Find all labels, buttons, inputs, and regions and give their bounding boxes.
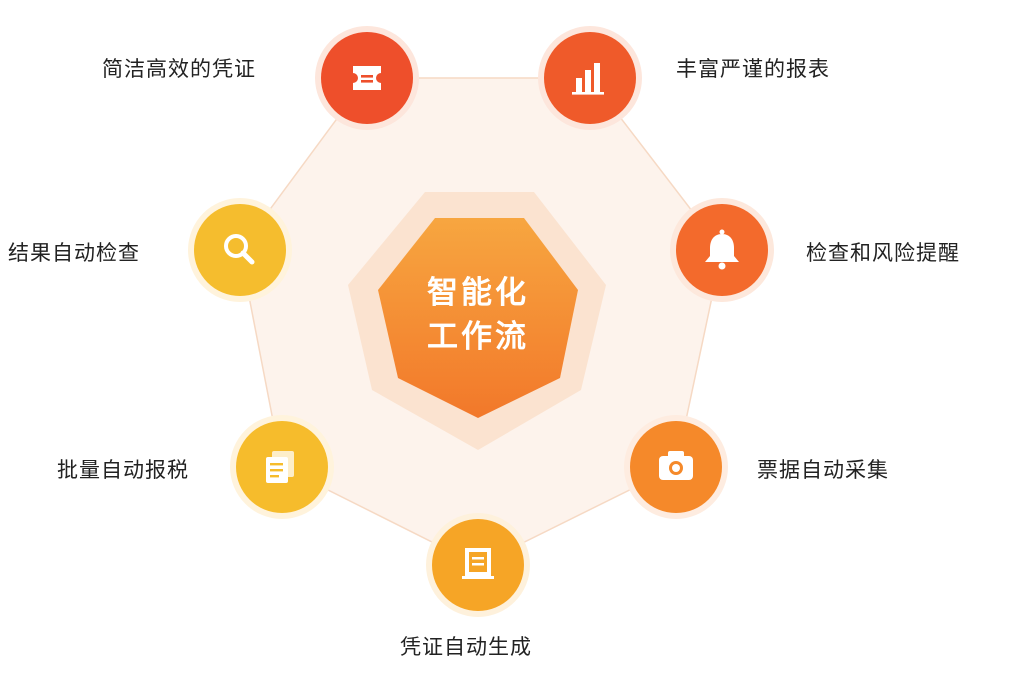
label-risk-alert: 检查和风险提醒 <box>806 241 960 265</box>
label-batch-tax: 批量自动报税 <box>57 458 189 482</box>
node-voucher-auto <box>426 513 530 617</box>
document-icon <box>462 548 494 579</box>
ticket-icon <box>353 66 381 90</box>
label-voucher-simple: 简洁高效的凭证 <box>102 57 256 81</box>
label-invoice-collect: 票据自动采集 <box>757 458 889 482</box>
node-reports <box>538 26 642 130</box>
bar-chart-icon <box>572 63 604 95</box>
node-circle <box>194 204 286 296</box>
files-icon <box>266 451 294 483</box>
search-icon <box>224 234 255 265</box>
center-heptagon <box>378 218 578 418</box>
node-batch-tax <box>230 415 334 519</box>
node-result-check <box>188 198 292 302</box>
label-voucher-auto: 凭证自动生成 <box>400 635 532 659</box>
center-title-line2: 工作流 <box>427 319 529 355</box>
center-title-line1: 智能化 <box>427 275 529 311</box>
bell-icon <box>705 229 739 270</box>
node-invoice-collect <box>624 415 728 519</box>
node-risk-alert <box>670 198 774 302</box>
node-voucher-simple <box>315 26 419 130</box>
camera-icon <box>659 451 693 480</box>
label-reports: 丰富严谨的报表 <box>676 57 830 81</box>
label-result-check: 结果自动检查 <box>8 241 140 265</box>
